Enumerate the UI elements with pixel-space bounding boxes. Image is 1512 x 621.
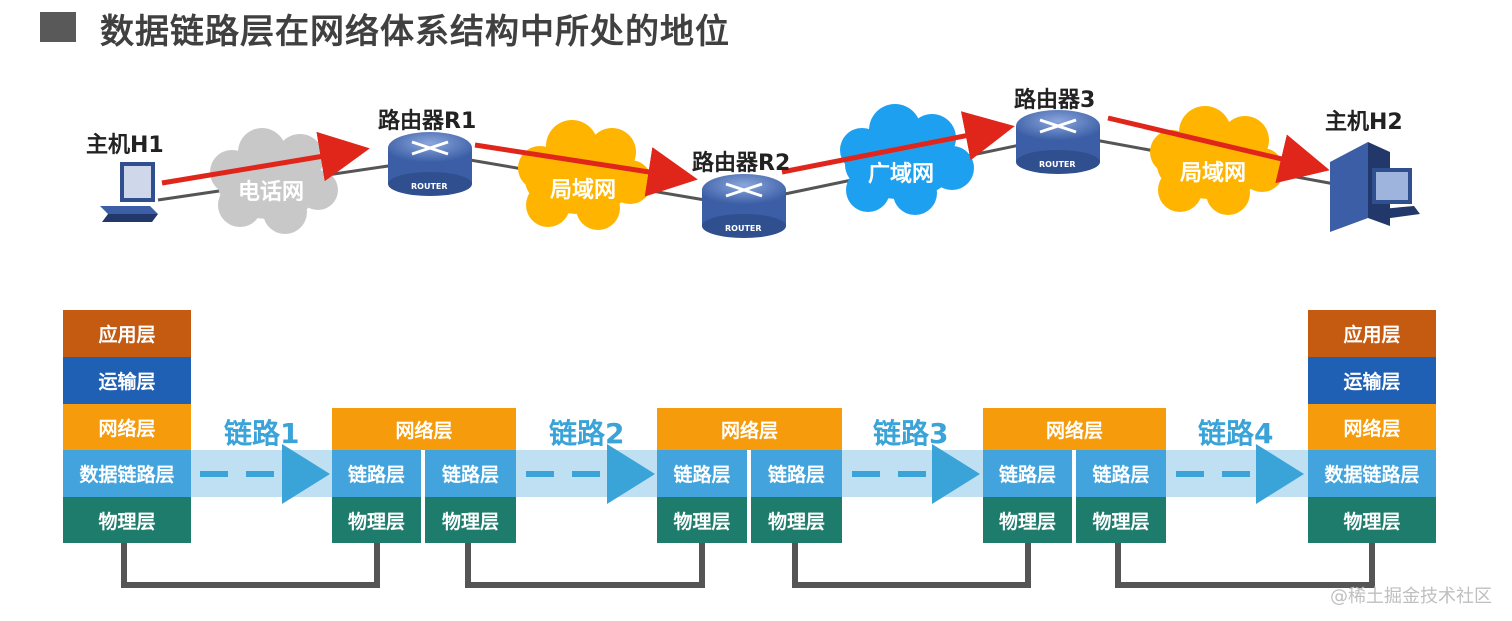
link-label-3: 链路3 <box>873 417 949 450</box>
router-r2-badge: ROUTER <box>725 224 762 233</box>
router-r2-label: 路由器R2 <box>692 151 791 176</box>
title-square-icon <box>40 12 76 42</box>
red-flow-arrows <box>161 111 1330 197</box>
link-label-1: 链路1 <box>224 417 300 450</box>
desktop-computer-icon <box>1330 142 1420 232</box>
r3-datalink-left: 链路层 <box>983 450 1074 497</box>
link-label-2: 链路2 <box>549 417 625 450</box>
r1-datalink-right: 链路层 <box>425 450 516 497</box>
r3-physical-right: 物理层 <box>1076 497 1166 543</box>
h1-network-layer: 网络层 <box>63 404 191 450</box>
cloud-lan1-label: 局域网 <box>550 178 617 203</box>
r2-datalink-left: 链路层 <box>657 450 749 497</box>
router-r1-icon <box>388 132 472 196</box>
router-r3-label: 路由器3 <box>1014 88 1096 113</box>
r1-datalink-left: 链路层 <box>332 450 423 497</box>
h1-datalink-layer: 数据链路层 <box>63 450 191 497</box>
r2-physical-left: 物理层 <box>657 497 749 543</box>
r3-network-layer: 网络层 <box>983 408 1166 450</box>
router-r2-icon <box>702 174 786 238</box>
h1-transport-layer: 运输层 <box>63 357 191 404</box>
cloud-lan2-label: 局域网 <box>1180 161 1247 186</box>
r2-datalink-right: 链路层 <box>751 450 842 497</box>
r1-physical-right: 物理层 <box>425 497 516 543</box>
router-r1-label: 路由器R1 <box>378 109 477 134</box>
h2-application-layer: 应用层 <box>1308 310 1436 357</box>
h2-transport-layer: 运输层 <box>1308 357 1436 404</box>
r3-datalink-right: 链路层 <box>1076 450 1166 497</box>
laptop-icon <box>100 162 158 222</box>
network-topology <box>100 104 1420 238</box>
r3-physical-left: 物理层 <box>983 497 1074 543</box>
host-h1-label: 主机H1 <box>86 133 164 158</box>
page-title: 数据链路层在网络体系结构中所处的地位 <box>100 12 730 52</box>
h2-datalink-layer: 数据链路层 <box>1308 450 1436 497</box>
r1-physical-left: 物理层 <box>332 497 423 543</box>
h2-physical-layer: 物理层 <box>1308 497 1436 543</box>
cloud-phone-label: 电话网 <box>238 180 305 205</box>
cloud-wan-label: 广域网 <box>868 162 935 187</box>
link-label-4: 链路4 <box>1198 417 1274 450</box>
h2-network-layer: 网络层 <box>1308 404 1436 450</box>
r1-network-layer: 网络层 <box>332 408 516 450</box>
h1-physical-layer: 物理层 <box>63 497 191 543</box>
h1-application-layer: 应用层 <box>63 310 191 357</box>
host-h2-label: 主机H2 <box>1325 110 1403 135</box>
watermark: @稀土掘金技术社区 <box>1330 586 1492 607</box>
r2-physical-right: 物理层 <box>751 497 842 543</box>
r2-network-layer: 网络层 <box>657 408 842 450</box>
router-r3-icon <box>1016 110 1100 174</box>
router-r1-badge: ROUTER <box>411 182 448 191</box>
router-r3-badge: ROUTER <box>1039 160 1076 169</box>
